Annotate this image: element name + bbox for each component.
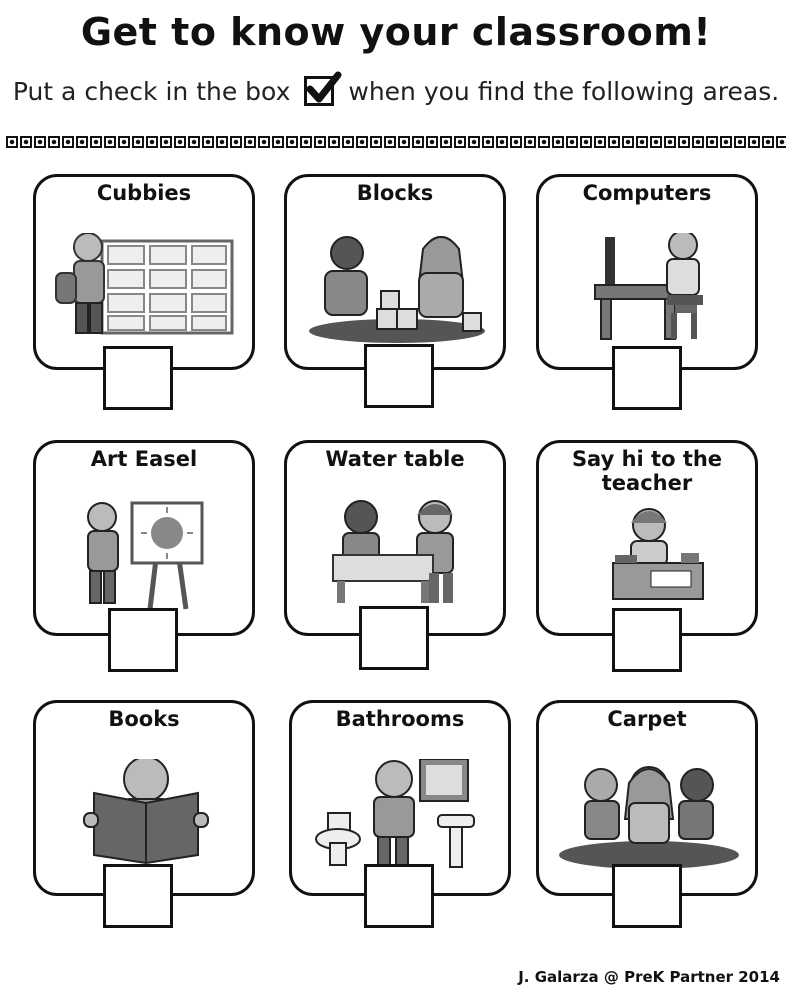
border-square bbox=[20, 136, 32, 148]
decorative-border bbox=[6, 136, 786, 150]
border-square bbox=[734, 136, 746, 148]
area-label: Art Easel bbox=[90, 447, 198, 471]
art-easel-illustration bbox=[87, 501, 204, 610]
border-square bbox=[496, 136, 508, 148]
checkbox-books[interactable] bbox=[103, 864, 173, 928]
border-square bbox=[132, 136, 144, 148]
area-label: Blocks bbox=[356, 181, 434, 205]
area-card-carpet: Carpet bbox=[536, 700, 758, 896]
border-square bbox=[776, 136, 786, 148]
border-square bbox=[370, 136, 382, 148]
border-square bbox=[510, 136, 522, 148]
border-square bbox=[594, 136, 606, 148]
area-card-computers: Computers bbox=[536, 174, 758, 370]
instruction-before-text: Put a check in the box bbox=[12, 76, 291, 106]
area-card-cubbies: Cubbies bbox=[33, 174, 255, 370]
border-square bbox=[650, 136, 662, 148]
checkbox-water-table[interactable] bbox=[359, 606, 429, 670]
footer-credit: J. Galarza @ PreK Partner 2014 bbox=[518, 968, 780, 986]
border-square bbox=[398, 136, 410, 148]
books-illustration bbox=[83, 759, 209, 865]
border-square bbox=[664, 136, 676, 148]
border-square bbox=[678, 136, 690, 148]
border-square bbox=[216, 136, 228, 148]
border-square bbox=[762, 136, 774, 148]
border-square bbox=[538, 136, 550, 148]
border-square bbox=[580, 136, 592, 148]
carpet-illustration bbox=[559, 766, 739, 869]
page-title: Get to know your classroom! bbox=[80, 10, 712, 54]
border-square bbox=[300, 136, 312, 148]
bathrooms-illustration bbox=[315, 759, 475, 868]
border-square bbox=[328, 136, 340, 148]
cubbies-illustration bbox=[55, 233, 234, 335]
border-square bbox=[552, 136, 564, 148]
area-label: Water table bbox=[325, 447, 465, 471]
checkbox-computers[interactable] bbox=[612, 346, 682, 410]
border-square bbox=[356, 136, 368, 148]
border-square bbox=[146, 136, 158, 148]
area-label: Cubbies bbox=[96, 181, 192, 205]
border-square bbox=[566, 136, 578, 148]
computers-illustration bbox=[594, 233, 703, 340]
border-square bbox=[258, 136, 270, 148]
border-square bbox=[706, 136, 718, 148]
border-square bbox=[426, 136, 438, 148]
border-square bbox=[608, 136, 620, 148]
border-square bbox=[174, 136, 186, 148]
border-square bbox=[482, 136, 494, 148]
border-square bbox=[636, 136, 648, 148]
water-table-illustration bbox=[332, 500, 454, 603]
border-square bbox=[342, 136, 354, 148]
area-label: Books bbox=[108, 707, 180, 731]
instruction-after-text: when you find the following areas. bbox=[348, 76, 780, 106]
border-square bbox=[454, 136, 466, 148]
blocks-illustration bbox=[309, 236, 485, 343]
border-square bbox=[62, 136, 74, 148]
checkbox-bathrooms[interactable] bbox=[364, 864, 434, 928]
checkbox-carpet[interactable] bbox=[612, 864, 682, 928]
border-square bbox=[468, 136, 480, 148]
area-card-teacher: Say hi to the teacher bbox=[536, 440, 758, 636]
border-square bbox=[720, 136, 732, 148]
border-square bbox=[384, 136, 396, 148]
border-square bbox=[160, 136, 172, 148]
border-square bbox=[188, 136, 200, 148]
border-square bbox=[90, 136, 102, 148]
instructions: Put a check in the box when you find the… bbox=[0, 66, 792, 116]
border-square bbox=[314, 136, 326, 148]
border-square bbox=[6, 136, 18, 148]
border-square bbox=[34, 136, 46, 148]
border-square bbox=[748, 136, 760, 148]
border-square bbox=[118, 136, 130, 148]
border-square bbox=[622, 136, 634, 148]
border-square bbox=[76, 136, 88, 148]
area-label: Say hi to the teacher bbox=[571, 447, 723, 495]
border-square bbox=[244, 136, 256, 148]
border-square bbox=[286, 136, 298, 148]
area-label: Computers bbox=[582, 181, 712, 205]
checkbox-art-easel[interactable] bbox=[108, 608, 178, 672]
area-card-blocks: Blocks bbox=[284, 174, 506, 370]
border-square bbox=[440, 136, 452, 148]
border-square bbox=[412, 136, 424, 148]
border-square bbox=[202, 136, 214, 148]
area-label: Carpet bbox=[607, 707, 687, 731]
area-label: Bathrooms bbox=[335, 707, 465, 731]
area-card-art-easel: Art Easel bbox=[33, 440, 255, 636]
checkbox-cubbies[interactable] bbox=[103, 346, 173, 410]
border-square bbox=[524, 136, 536, 148]
border-square bbox=[230, 136, 242, 148]
border-square bbox=[272, 136, 284, 148]
teacher-illustration bbox=[612, 508, 704, 600]
sample-checkbox-icon bbox=[304, 71, 342, 106]
checkbox-teacher[interactable] bbox=[612, 608, 682, 672]
checkbox-blocks[interactable] bbox=[364, 344, 434, 408]
area-card-water-table: Water table bbox=[284, 440, 506, 636]
border-square bbox=[104, 136, 116, 148]
border-square bbox=[692, 136, 704, 148]
border-square bbox=[48, 136, 60, 148]
